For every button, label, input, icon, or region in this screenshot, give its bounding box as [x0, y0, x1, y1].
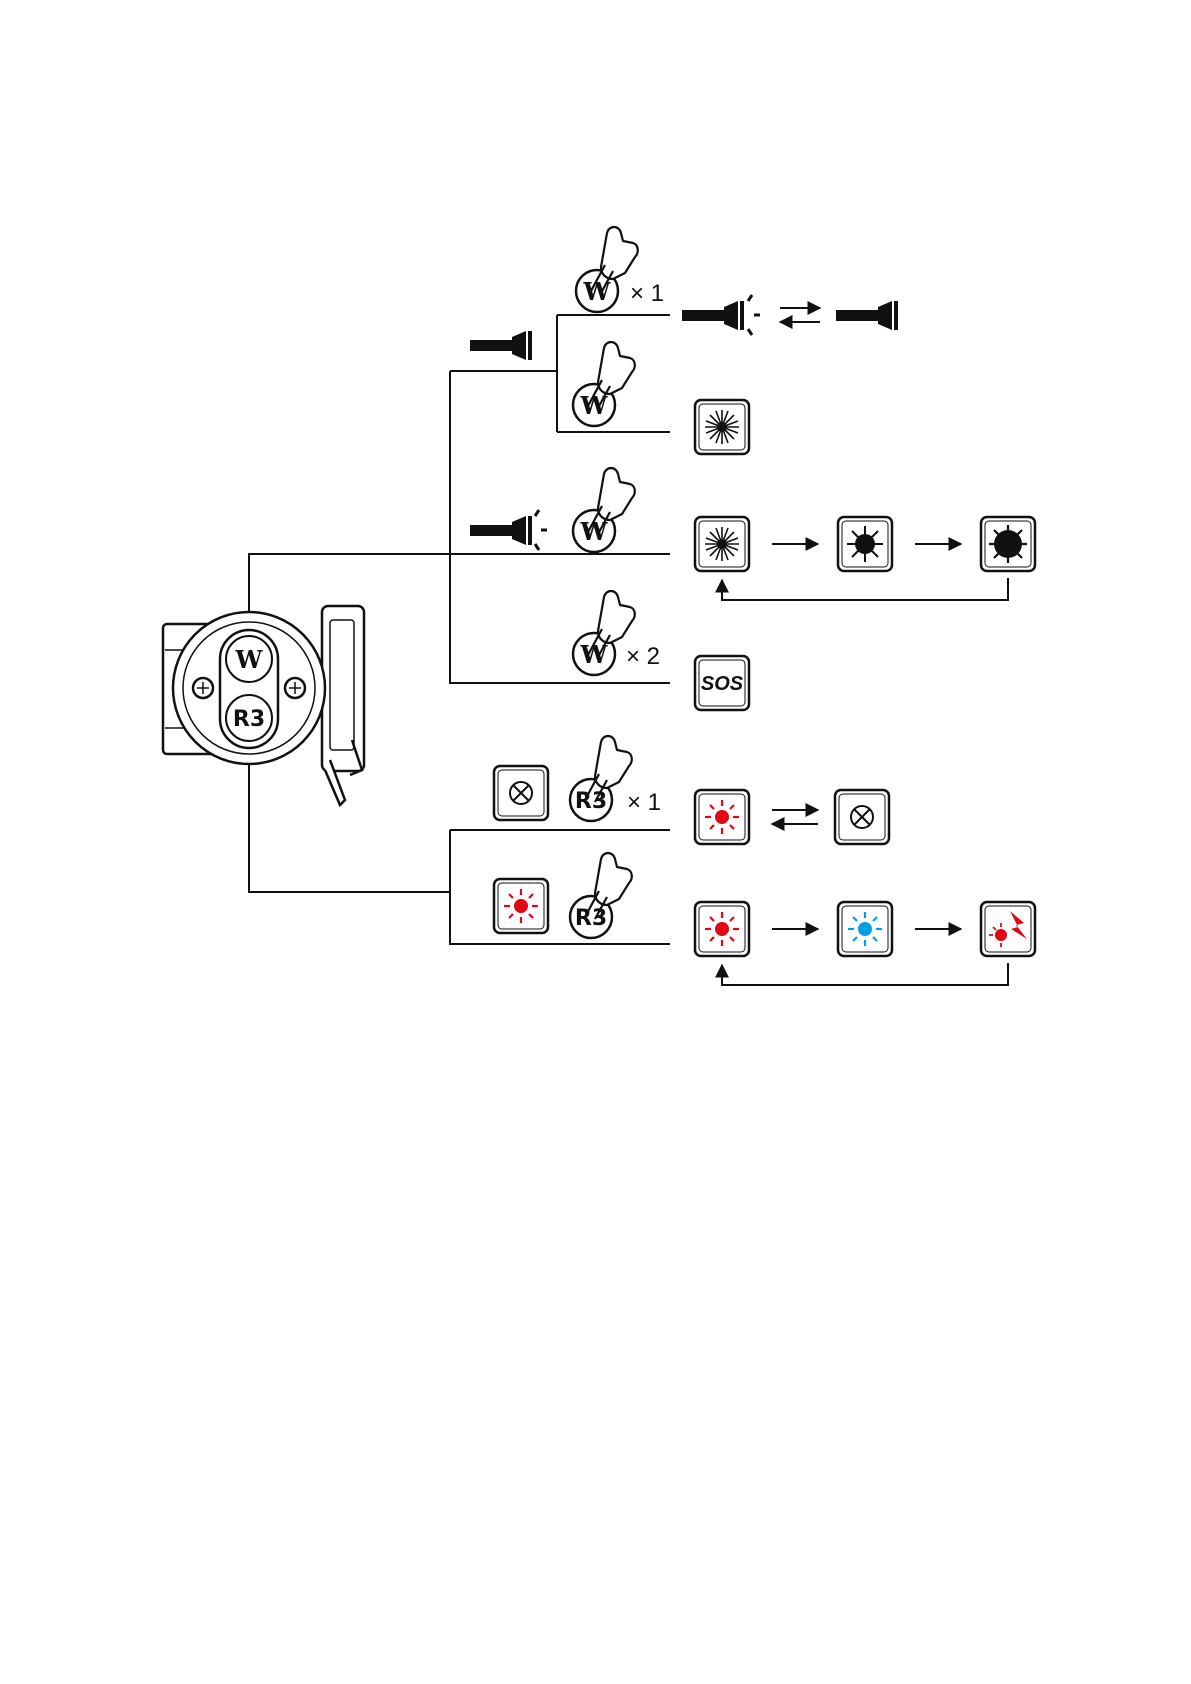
torch-blinking-icon [682, 301, 744, 330]
off-state-icon [835, 790, 889, 844]
blue-light-icon [838, 902, 892, 956]
torch-steady-icon [836, 301, 898, 330]
light-rays-icon [748, 295, 760, 335]
r3-button-label: R3 [575, 906, 607, 931]
device-w-button-label: W [235, 645, 264, 674]
red-light-icon [494, 879, 548, 933]
press-w-once-icon: W [576, 227, 638, 312]
toggle-arrows-icon [780, 308, 820, 322]
red-light-icon [695, 902, 749, 956]
press-count-twice: × 2 [626, 643, 660, 670]
headlamp-device [163, 606, 364, 805]
device-r3-button-label: R3 [233, 707, 265, 732]
light-rays-icon [535, 510, 547, 550]
off-state-icon [494, 766, 548, 820]
red-flash-icon [981, 902, 1035, 956]
sos-label: SOS [701, 673, 744, 695]
press-count-once: × 1 [630, 280, 664, 307]
beam-high-mode-icon [695, 400, 749, 454]
red-light-icon [695, 790, 749, 844]
press-r3-once-icon: R3 [570, 736, 632, 821]
brightness-medium-icon [838, 517, 892, 571]
r3-button-label: R3 [575, 789, 607, 814]
cycle-back-arrow [722, 578, 1008, 600]
brightness-high-icon [981, 517, 1035, 571]
press-w-hold-icon: W [573, 468, 635, 552]
press-r3-hold-icon: R3 [570, 853, 632, 938]
torch-blinking-icon [470, 516, 532, 545]
press-count-once-r3: × 1 [627, 789, 661, 816]
press-w-hold-icon: W [573, 342, 635, 426]
brightness-low-icon [695, 517, 749, 571]
torch-steady-icon [470, 331, 532, 360]
cycle-back-arrow [722, 963, 1008, 985]
toggle-arrows-icon [772, 810, 818, 824]
